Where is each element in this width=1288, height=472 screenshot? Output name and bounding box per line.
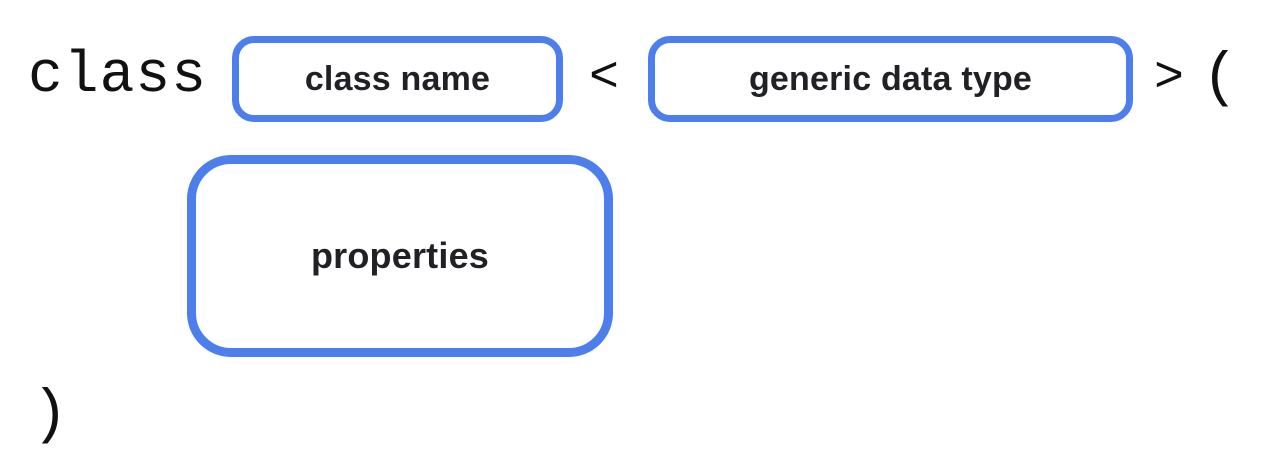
close-paren-symbol: ) (32, 382, 69, 450)
open-paren-slot: ( (1196, 36, 1244, 122)
properties-label: properties (310, 235, 490, 276)
close-angle-symbol: > (1153, 50, 1184, 107)
close-angle-slot: > (1138, 36, 1200, 122)
properties-box: properties (187, 155, 613, 357)
class-name-label: class name (304, 59, 491, 98)
open-angle-symbol: < (588, 50, 619, 107)
open-paren-symbol: ( (1201, 45, 1238, 113)
generic-data-type-box: generic data type (648, 36, 1133, 122)
generic-data-type-label: generic data type (748, 59, 1033, 98)
open-angle-slot: < (572, 36, 636, 122)
class-name-box: class name (232, 36, 563, 122)
class-keyword: class (28, 44, 208, 109)
